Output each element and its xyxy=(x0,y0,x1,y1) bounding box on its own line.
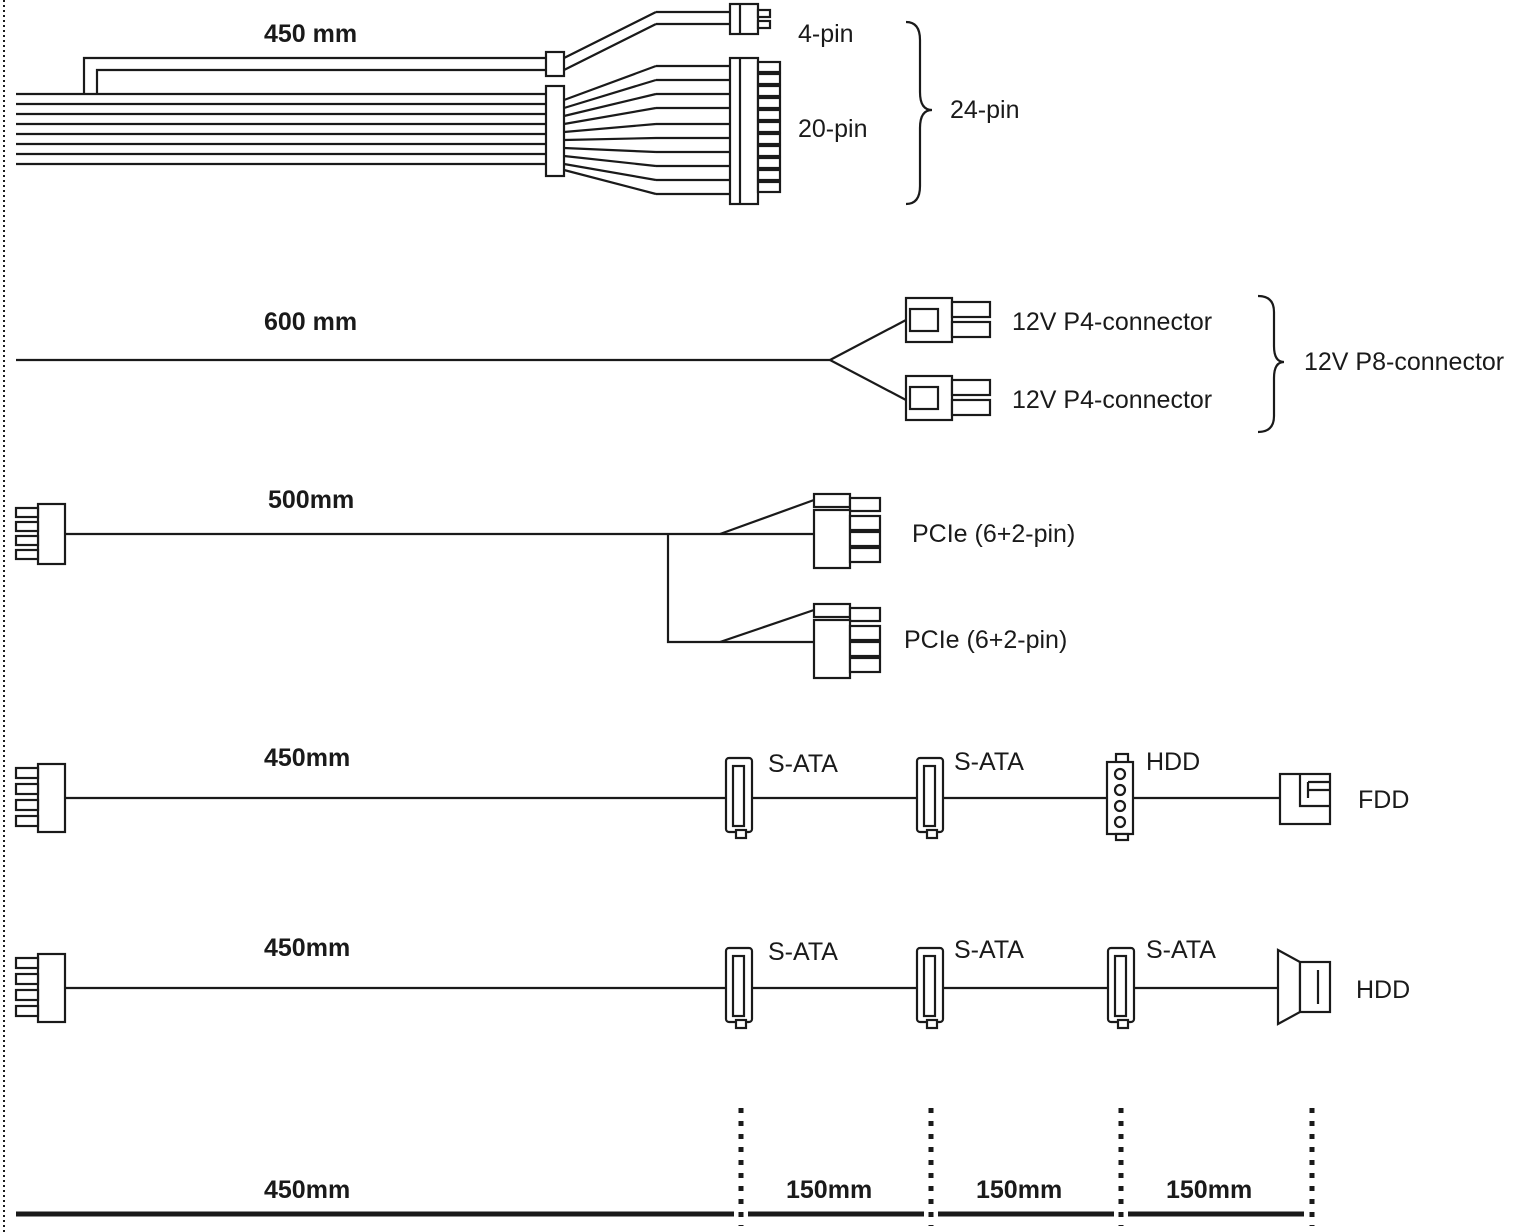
cpu-p8-cable: 600 mm 12V P4-connector 12V P4-connector… xyxy=(16,294,1504,434)
atx-24pin-brace xyxy=(905,20,933,206)
periph-cable-2: 450mm S-ATA S-ATA S-ATA HDD xyxy=(14,934,1410,1030)
cpu-p4-label-2: 12V P4-connector xyxy=(1012,386,1212,414)
scale-label-150-3: 150mm xyxy=(1166,1176,1252,1204)
atx-length-label: 450 mm xyxy=(264,20,357,48)
periph2-label-sata-1: S-ATA xyxy=(768,938,838,966)
periph1-label-sata-2: S-ATA xyxy=(954,748,1024,776)
periph1-hdd-molex-connector xyxy=(1105,752,1135,842)
periph1-label-hdd: HDD xyxy=(1146,748,1200,776)
periph2-sata-connector-2 xyxy=(915,946,945,1030)
scale-label-150-2: 150mm xyxy=(976,1176,1062,1204)
cpu-p4-connector-1 xyxy=(904,296,992,344)
atx-20pin-connector xyxy=(728,56,782,206)
periph1-length-label: 450mm xyxy=(264,744,350,772)
atx-24pin-cable: 450 mm 4-pin 20-pin 24-pin xyxy=(16,2,1020,206)
atx-24pin-label: 24-pin xyxy=(950,96,1020,124)
atx-20pin-label: 20-pin xyxy=(798,115,868,143)
cpu-p4-connector-2 xyxy=(904,374,992,422)
periph1-psu-connector xyxy=(14,762,67,834)
cpu-p8-label: 12V P8-connector xyxy=(1304,348,1504,376)
scale-label-450: 450mm xyxy=(264,1176,350,1204)
periph2-hdd-connector xyxy=(1276,948,1332,1026)
atx-4pin-label: 4-pin xyxy=(798,20,854,48)
atx-bundle-clip xyxy=(544,84,566,178)
periph2-label-hdd: HDD xyxy=(1356,976,1410,1004)
periph1-sata-connector-2 xyxy=(915,756,945,840)
periph-cable-1: 450mm S-ATA S-ATA HDD FDD xyxy=(14,744,1409,842)
cpu-p4-label-1: 12V P4-connector xyxy=(1012,308,1212,336)
periph1-fdd-connector xyxy=(1278,772,1332,826)
atx-4pin-clip xyxy=(544,50,566,78)
atx-wire-bundle xyxy=(16,64,730,196)
cpu-p8-brace xyxy=(1257,294,1285,434)
atx-4pin-connector xyxy=(728,2,772,36)
periph2-sata-connector-3 xyxy=(1106,946,1136,1030)
periph2-length-label: 450mm xyxy=(264,934,350,962)
pcie-length-label: 500mm xyxy=(268,486,354,514)
pcie-label-1: PCIe (6+2-pin) xyxy=(912,520,1075,548)
pcie-connector-1 xyxy=(812,492,882,570)
length-scale-bar: 450mm 150mm 150mm 150mm xyxy=(16,1108,1315,1226)
periph1-label-fdd: FDD xyxy=(1358,786,1409,814)
periph2-psu-connector xyxy=(14,952,67,1024)
pcie-label-2: PCIe (6+2-pin) xyxy=(904,626,1067,654)
periph2-label-sata-3: S-ATA xyxy=(1146,936,1216,964)
periph2-label-sata-2: S-ATA xyxy=(954,936,1024,964)
pcie-psu-connector xyxy=(14,502,67,566)
pcie-cable: 500mm PCIe (6+2-pin) PCIe (6+2-pin) xyxy=(14,486,1075,680)
pcie-connector-2 xyxy=(812,602,882,680)
periph2-sata-connector-1 xyxy=(724,946,754,1030)
periph1-label-sata-1: S-ATA xyxy=(768,750,838,778)
cpu-length-label: 600 mm xyxy=(264,308,357,336)
scale-label-150-1: 150mm xyxy=(786,1176,872,1204)
periph1-sata-connector-1 xyxy=(724,756,754,840)
